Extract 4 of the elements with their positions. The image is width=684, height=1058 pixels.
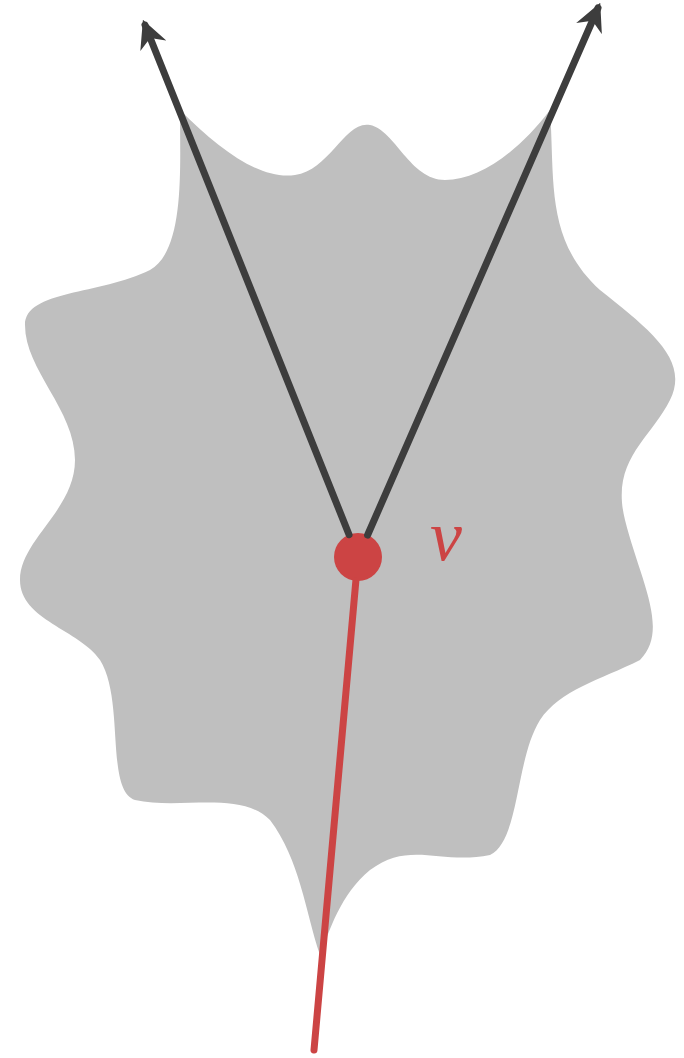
line (310, 577, 360, 1054)
vertex-label: v (430, 500, 462, 572)
arrow (364, 2, 602, 539)
arrow (140, 19, 353, 539)
